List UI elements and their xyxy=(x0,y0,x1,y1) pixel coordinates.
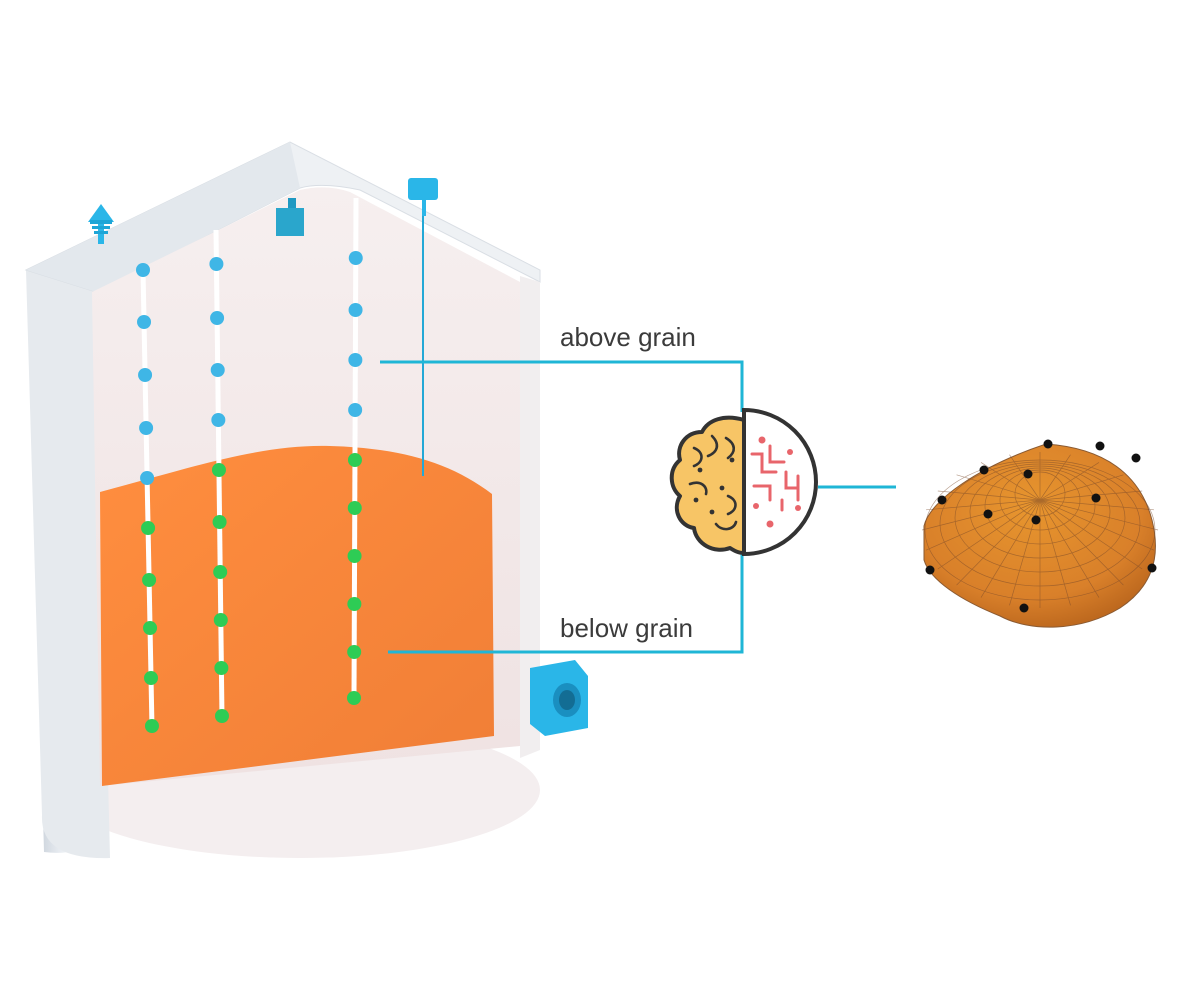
connector-lines xyxy=(380,360,896,654)
above-grain-sensor xyxy=(136,263,150,277)
above-grain-sensor xyxy=(210,363,225,377)
below-grain-label: below grain xyxy=(560,613,693,643)
sample-point xyxy=(1019,603,1029,613)
grain-fill xyxy=(100,445,494,786)
grain-surface-mesh-icon xyxy=(921,439,1159,628)
above-grain-sensor xyxy=(348,303,363,317)
above-grain-sensor xyxy=(138,368,153,382)
below-grain-sensor xyxy=(213,613,228,627)
sensor-cables xyxy=(136,197,363,733)
sample-point xyxy=(1091,493,1101,503)
brain-circuit-icon xyxy=(669,407,818,557)
below-grain-sensor xyxy=(347,501,362,515)
above-grain-sensor xyxy=(137,315,152,329)
above-grain-sensor xyxy=(348,403,363,417)
weather-vent-icon xyxy=(88,204,114,244)
surface-sample-points xyxy=(925,439,1157,613)
below-grain-sensor xyxy=(144,719,159,733)
below-grain-sensor xyxy=(347,453,362,467)
sample-point xyxy=(979,465,989,475)
sample-point xyxy=(1043,439,1053,449)
above-grain-label: above grain xyxy=(560,322,696,352)
sample-point xyxy=(937,495,947,505)
above-grain-connector xyxy=(380,360,744,412)
sensor-cable-3 xyxy=(351,197,359,699)
sample-point xyxy=(1147,563,1157,573)
above-grain-sensor xyxy=(139,421,154,435)
sensor-box-icon xyxy=(276,198,304,236)
level-probe-icon xyxy=(408,178,438,476)
below-grain-sensor xyxy=(214,661,229,675)
below-grain-sensor xyxy=(211,463,226,477)
below-grain-sensor xyxy=(347,549,362,563)
grain-bin xyxy=(24,141,541,859)
sample-point xyxy=(983,509,993,519)
sensor-cable-1 xyxy=(140,269,155,729)
below-grain-sensor xyxy=(141,521,156,535)
below-grain-sensor xyxy=(142,573,157,587)
sample-point xyxy=(925,565,935,575)
below-grain-sensor xyxy=(347,645,362,659)
below-grain-sensor xyxy=(214,709,229,723)
below-grain-sensor xyxy=(347,691,361,705)
above-grain-sensor xyxy=(348,353,363,367)
below-grain-sensor xyxy=(144,671,159,685)
bin-left-wall xyxy=(26,270,110,859)
bin-right-wall xyxy=(520,276,540,758)
sample-point xyxy=(1031,515,1041,525)
above-grain-sensor xyxy=(210,311,225,325)
below-grain-sensor xyxy=(347,597,362,611)
above-grain-sensor xyxy=(140,471,155,485)
sample-point xyxy=(1095,441,1105,451)
below-grain-sensor xyxy=(213,565,228,579)
above-grain-sensor xyxy=(211,413,226,427)
below-grain-sensor xyxy=(212,515,227,529)
below-grain-sensor xyxy=(143,621,158,635)
sample-point xyxy=(1131,453,1141,463)
sample-point xyxy=(1023,469,1033,479)
surface-mesh-lines xyxy=(921,452,1159,608)
aeration-fan-icon xyxy=(530,660,588,736)
below-grain-connector xyxy=(388,552,744,654)
above-grain-sensor xyxy=(209,257,224,271)
bin-roof-top xyxy=(26,142,300,292)
above-grain-sensor xyxy=(348,251,363,265)
